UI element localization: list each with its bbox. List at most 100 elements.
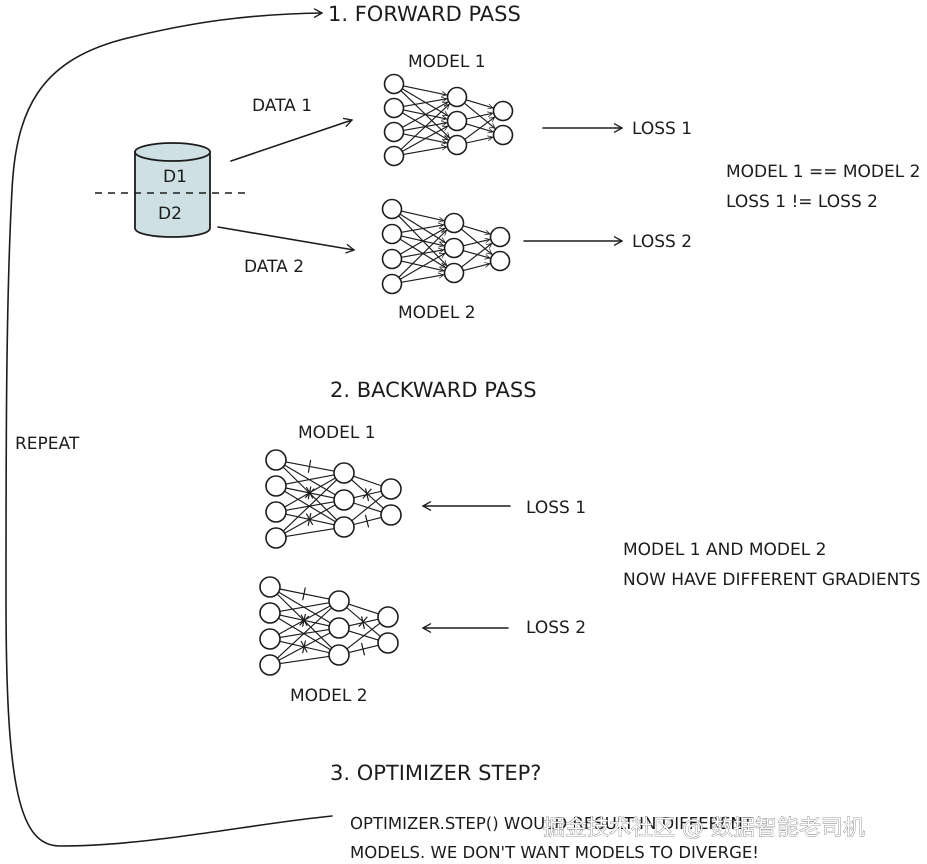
network-edge	[400, 103, 450, 151]
forward-loss1-label: LOSS 1	[632, 119, 692, 139]
network-edge	[351, 495, 383, 522]
network-edge	[285, 528, 334, 537]
network-edge	[465, 111, 494, 120]
gradient-tick	[300, 640, 308, 653]
neuron-node	[259, 628, 281, 650]
neuron-node	[333, 516, 355, 538]
data1-label: DATA 1	[252, 96, 312, 116]
neuron-node	[333, 489, 355, 511]
repeat-loop-arrow	[5, 8, 333, 847]
network-edge	[465, 99, 494, 110]
network-nodes	[383, 73, 514, 167]
neuron-node	[380, 478, 402, 500]
neuron-node	[383, 97, 405, 119]
forward-pass-title: 1. FORWARD PASS	[328, 2, 521, 26]
backward-note-line1: MODEL 1 AND MODEL 2	[623, 540, 826, 560]
neuron-node	[377, 606, 399, 628]
gradient-tick	[306, 486, 314, 499]
forward-note-line2: LOSS 1 != LOSS 2	[726, 192, 878, 212]
neuron-node	[492, 124, 514, 146]
optimizer-note-line1: OPTIMIZER.STEP() WOULD RESULT IN DIFFERE…	[350, 814, 754, 833]
neuron-node	[446, 134, 468, 156]
neuron-node	[446, 110, 468, 132]
neuron-node	[265, 449, 287, 471]
backward-loss2-label: LOSS 2	[526, 618, 586, 638]
gradient-tick	[302, 587, 306, 601]
network-edge	[399, 227, 446, 255]
network-edges	[282, 461, 384, 537]
network-edge	[400, 222, 445, 233]
network-nodes	[381, 198, 511, 295]
network-edge	[347, 603, 379, 615]
network-edge	[282, 480, 337, 532]
neuron-node	[492, 100, 514, 122]
network-edge	[346, 623, 380, 650]
neuron-node	[383, 73, 405, 95]
watermark-text: 掘金技术社区 @ 数据智能老司机	[543, 816, 865, 841]
neuron-node	[443, 262, 465, 284]
repeat-label: REPEAT	[15, 434, 80, 454]
neuron-node	[446, 86, 468, 108]
network-edges	[398, 210, 493, 283]
backward-model2-label: MODEL 2	[290, 686, 368, 706]
neuron-node	[381, 273, 403, 295]
network-edge	[398, 229, 448, 278]
network-edge	[401, 125, 449, 152]
forward-model1-label: MODEL 1	[408, 52, 486, 72]
network-edge	[276, 607, 332, 659]
gradient-tick	[306, 513, 314, 526]
data2-arrow	[217, 226, 355, 254]
dataset-part2-label: D2	[158, 204, 182, 224]
network-edge	[402, 85, 448, 97]
gradient-tick	[365, 488, 369, 502]
forward-model2-label: MODEL 2	[398, 303, 476, 323]
neuron-node	[443, 212, 465, 234]
network-edges	[400, 85, 496, 155]
network-edges	[276, 588, 381, 665]
network-edge	[348, 630, 379, 641]
forward-loss2-label: LOSS 2	[632, 232, 692, 252]
network-edge	[285, 474, 334, 485]
network-nodes	[265, 449, 402, 549]
backward-model2-network	[259, 576, 399, 676]
neuron-node	[259, 654, 281, 676]
neuron-node	[380, 504, 402, 526]
gradient-ticks	[299, 587, 368, 656]
neuron-node	[265, 527, 287, 549]
forward-note-line1: MODEL 1 == MODEL 2	[726, 162, 920, 182]
neuron-node	[328, 590, 350, 612]
forward-model1-network	[383, 73, 514, 167]
neuron-node	[259, 602, 281, 624]
network-edge	[464, 116, 496, 140]
network-edge	[462, 262, 491, 272]
backward-pass-title: 2. BACKWARD PASS	[330, 378, 537, 402]
neuron-node	[383, 145, 405, 167]
forward-model2-network	[381, 198, 511, 295]
backward-loss1-label: LOSS 1	[526, 498, 586, 518]
gradient-tick	[364, 514, 370, 528]
network-edge	[400, 210, 445, 223]
neuron-node	[443, 237, 465, 259]
network-edge	[400, 272, 445, 283]
network-edge	[402, 96, 448, 107]
neuron-node	[328, 617, 350, 639]
neuron-node	[328, 644, 350, 666]
network-edge	[402, 144, 448, 155]
network-edge	[460, 242, 493, 268]
neuron-node	[381, 248, 403, 270]
neuron-node	[333, 462, 355, 484]
network-nodes	[259, 576, 399, 676]
neuron-node	[265, 475, 287, 497]
backward-model1-label: MODEL 1	[298, 423, 376, 443]
data2-label: DATA 2	[244, 257, 304, 277]
neuron-node	[383, 121, 405, 143]
neuron-node	[259, 576, 281, 598]
gradient-tick	[361, 616, 365, 630]
network-edge	[352, 475, 382, 487]
backward-note-line2: NOW HAVE DIFFERENT GRADIENTS	[623, 570, 921, 590]
dataset-part1-label: D1	[163, 167, 187, 187]
optimizer-note-line2: MODELS. WE DON'T WANT MODELS TO DIVERGE!	[350, 843, 759, 862]
network-edge	[460, 228, 493, 255]
network-edge	[462, 237, 491, 247]
dataset-cylinder: D1 D2	[134, 142, 211, 238]
